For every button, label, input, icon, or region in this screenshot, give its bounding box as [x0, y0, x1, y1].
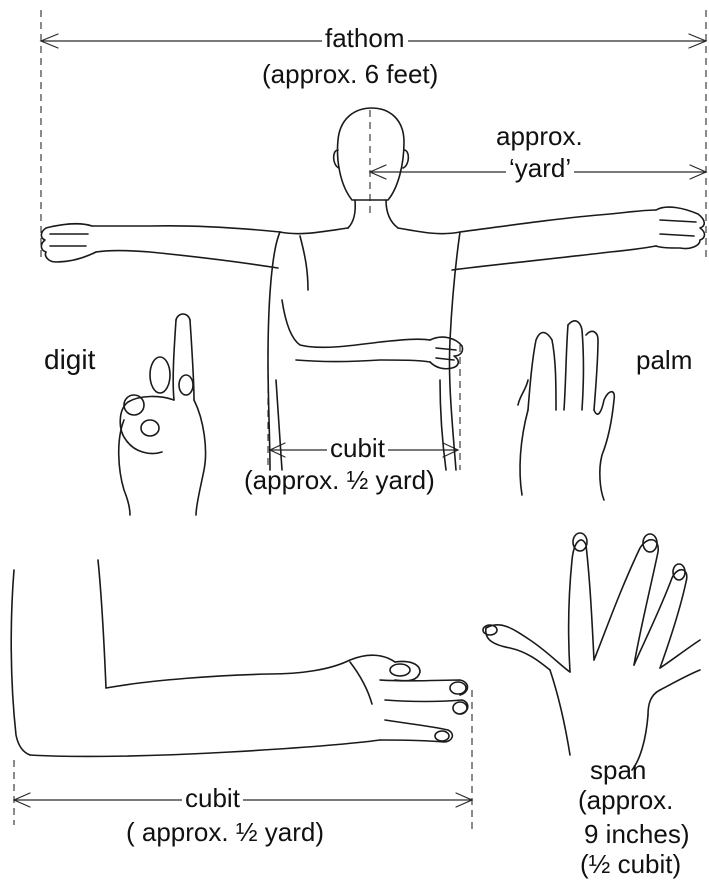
cubit-upper-label: cubit — [327, 434, 388, 462]
forearm-cubit — [11, 560, 468, 756]
span-label: span — [590, 756, 646, 784]
yard-label-top: approx. — [496, 122, 583, 150]
fathom-label: fathom — [322, 24, 408, 52]
span-note-1: (approx. — [578, 786, 673, 814]
palm-label: palm — [636, 346, 692, 374]
yard-label-bottom: ‘yard’ — [506, 154, 574, 182]
span-note-3: (½ cubit) — [580, 850, 681, 878]
cubit-upper-note: (approx. ½ yard) — [244, 466, 435, 494]
hand-across-body — [430, 337, 463, 369]
span-hand — [483, 533, 700, 770]
cubit-lower-note: ( approx. ½ yard) — [126, 818, 324, 846]
digit-hand — [119, 314, 206, 515]
cubit-lower-label: cubit — [182, 784, 243, 812]
head-outline — [338, 108, 404, 200]
fathom-note: (approx. 6 feet) — [262, 60, 438, 88]
palm-hand — [518, 321, 614, 500]
digit-label: digit — [44, 346, 95, 374]
left-hand — [41, 224, 96, 262]
right-hand — [656, 207, 705, 248]
torso-right — [449, 232, 460, 470]
figure-outstretched-arms — [41, 108, 704, 470]
span-note-2: 9 inches) — [584, 820, 690, 848]
